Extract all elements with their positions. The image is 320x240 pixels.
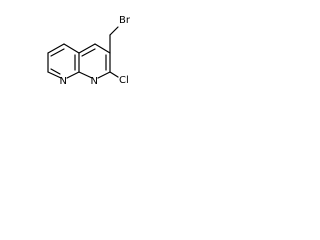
bond-ring-left-lower-right: [66, 71, 80, 79]
bond-ring-right-lower-left: [78, 71, 93, 79]
atom-label-bromine: Br: [119, 15, 131, 26]
bond-ring-left-top-outer: [47, 43, 65, 54]
bond-methylene-bromo: [109, 26, 119, 36]
bond-ring-right-top-right: [94, 43, 111, 54]
bond-ring-left-lower-left: [47, 71, 62, 79]
bond-ring-fusion-top: [63, 43, 80, 54]
atom-label-nitrogen-left: N: [60, 76, 67, 87]
bond-ring-right-top-left: [78, 43, 96, 54]
bond-ring-right-top-left-double: [81, 48, 96, 57]
bond-to-chloro: [109, 71, 119, 78]
atom-label-nitrogen-right: N: [91, 76, 98, 87]
atom-label-chlorine: Cl: [119, 75, 129, 86]
bond-ring-left-top-outer-double: [50, 48, 65, 57]
molecule-structure-diagram: Br Cl N N: [47, 15, 131, 87]
bond-ring-left-lower-left-double: [50, 68, 61, 75]
bond-ring-right-lower-right: [97, 71, 111, 79]
